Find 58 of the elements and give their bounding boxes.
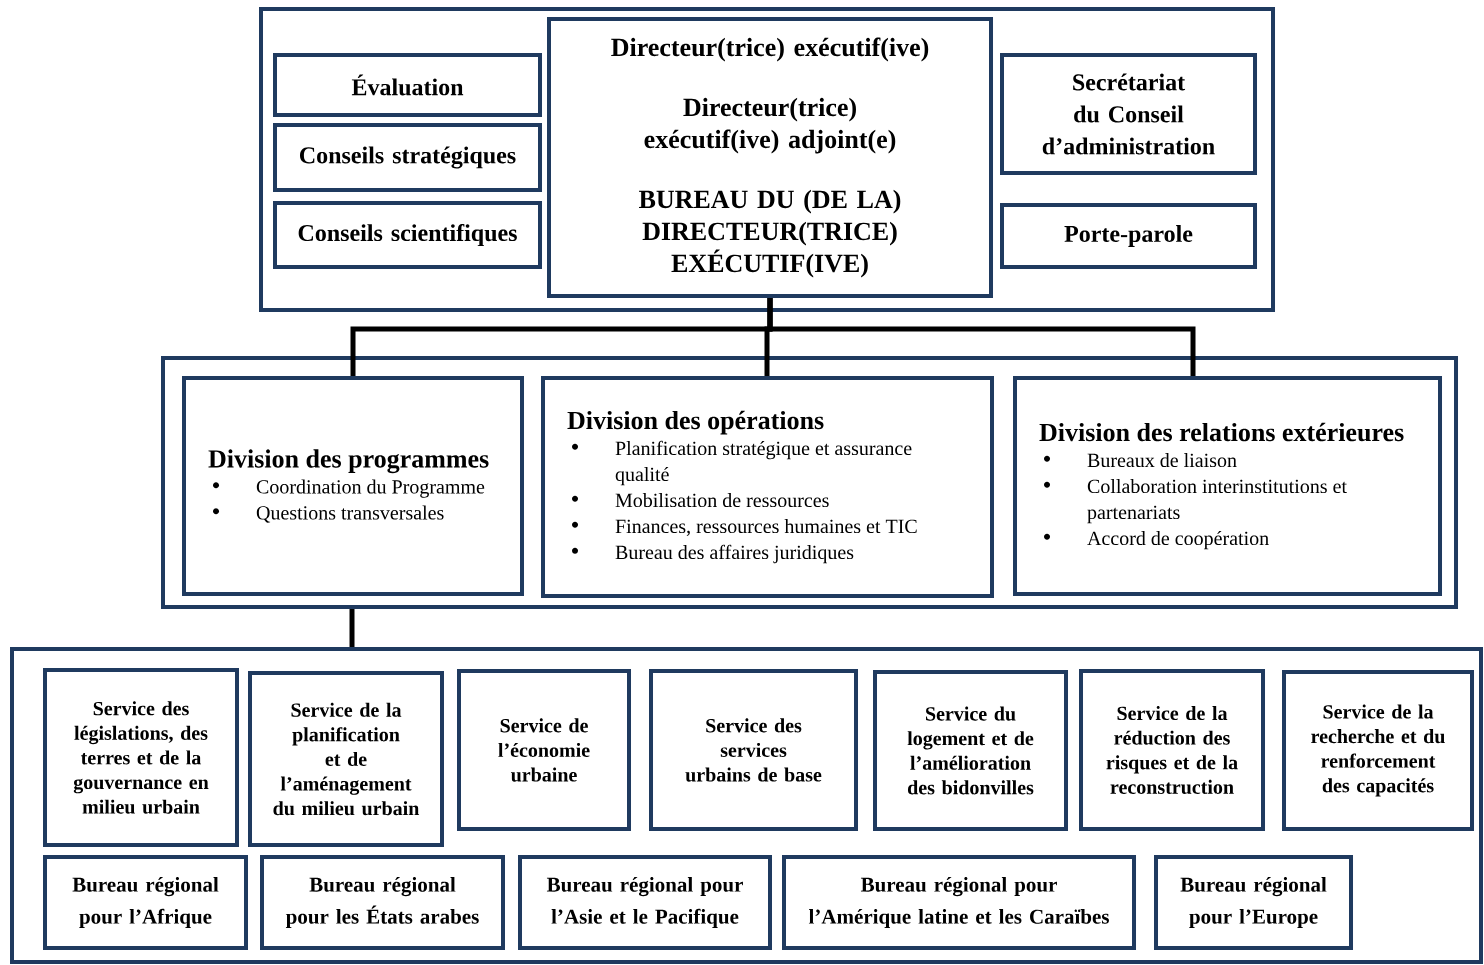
service-box bbox=[1282, 670, 1474, 831]
box-title: Service des services urbains de base bbox=[685, 718, 822, 782]
box-title: Service du logement et de l’amélioration des bidonvilles bbox=[907, 706, 1034, 795]
bullet-item: Bureaux de liaison bbox=[1044, 453, 1237, 468]
connector-line bbox=[349, 609, 355, 647]
division-box bbox=[182, 376, 524, 596]
box-title: Conseils stratégiques bbox=[300, 146, 516, 169]
unit-box bbox=[273, 123, 542, 192]
bullet-item: Accord de coopération bbox=[1044, 531, 1269, 550]
box-title: Bureau régional pour l’Amérique latine et les Caraïbes bbox=[808, 877, 1109, 929]
box-title: Service de l’économie urbaine bbox=[498, 718, 590, 782]
regional-office-box bbox=[43, 855, 248, 950]
box-title: Secrétariat du Conseil d’administration bbox=[1042, 73, 1215, 155]
regional-office-box bbox=[518, 855, 772, 950]
service-box bbox=[649, 669, 858, 831]
bullet-item: Bureau des affaires juridiques bbox=[572, 544, 854, 564]
box-title: Directeur(trice) exécutif(ive) bbox=[611, 37, 929, 62]
bullet-item: Collaboration interinstitutions et partenariats bbox=[1044, 479, 1347, 524]
box-title: Bureau régional pour l’Europe bbox=[1180, 877, 1327, 929]
box-title: Service de la réduction des risques et de la reconstruction bbox=[1106, 706, 1238, 794]
box-title: Évaluation bbox=[351, 74, 464, 96]
regional-office-box bbox=[260, 855, 505, 950]
division-heading: Division des relations extérieures bbox=[1039, 422, 1404, 442]
box-title: Service de la recherche et du renforcement des capacités bbox=[1311, 704, 1445, 797]
box-title: BUREAU DU (DE LA) DIRECTEUR(TRICE) EXÉCUTIF(IVE) bbox=[639, 189, 901, 278]
regional-office-box bbox=[782, 855, 1136, 950]
unit-box bbox=[1000, 53, 1257, 175]
service-box bbox=[457, 669, 631, 831]
box-title: Porte-parole bbox=[1064, 225, 1193, 247]
box-title: Bureau régional pour l’Asie et le Pacifique bbox=[546, 877, 743, 929]
service-box bbox=[873, 670, 1068, 831]
regional-office-box bbox=[1154, 855, 1353, 950]
services-frame bbox=[10, 647, 1483, 964]
service-box bbox=[43, 668, 239, 847]
connector-line bbox=[767, 298, 1196, 376]
box-title: Bureau régional pour l’Afrique bbox=[72, 877, 219, 929]
division-heading: Division des opérations bbox=[567, 410, 824, 435]
division-box bbox=[1013, 376, 1442, 596]
unit-box bbox=[1000, 203, 1257, 269]
unit-box bbox=[273, 201, 542, 269]
service-box bbox=[1079, 669, 1265, 831]
box-title: Service de la planification et de l’aménagement du milieu urbain bbox=[273, 702, 420, 816]
box-title: Bureau régional pour les États arabes bbox=[285, 877, 479, 929]
division-heading: Division des programmes bbox=[208, 449, 489, 474]
box-title: Directeur(trice) exécutif(ive) adjoint(e) bbox=[644, 97, 896, 154]
bullet-item: Planification stratégique et assurance qualité bbox=[572, 440, 912, 486]
service-box bbox=[248, 671, 444, 847]
divisions-frame bbox=[161, 356, 1458, 609]
bullet-item: Mobilisation de ressources bbox=[572, 493, 829, 508]
unit-box bbox=[273, 53, 542, 117]
division-box bbox=[541, 376, 994, 598]
office-frame bbox=[259, 7, 1275, 312]
bullet-item: Finances, ressources humaines et TIC bbox=[572, 519, 917, 536]
bullet-item: Questions transversales bbox=[213, 505, 444, 523]
box-title: Conseils scientifiques bbox=[298, 224, 517, 246]
box-title: Service des législations, des terres et de la gouvernance en milieu urbain bbox=[73, 701, 209, 814]
bullet-item: Coordination du Programme bbox=[213, 479, 485, 498]
director-box bbox=[547, 17, 993, 298]
